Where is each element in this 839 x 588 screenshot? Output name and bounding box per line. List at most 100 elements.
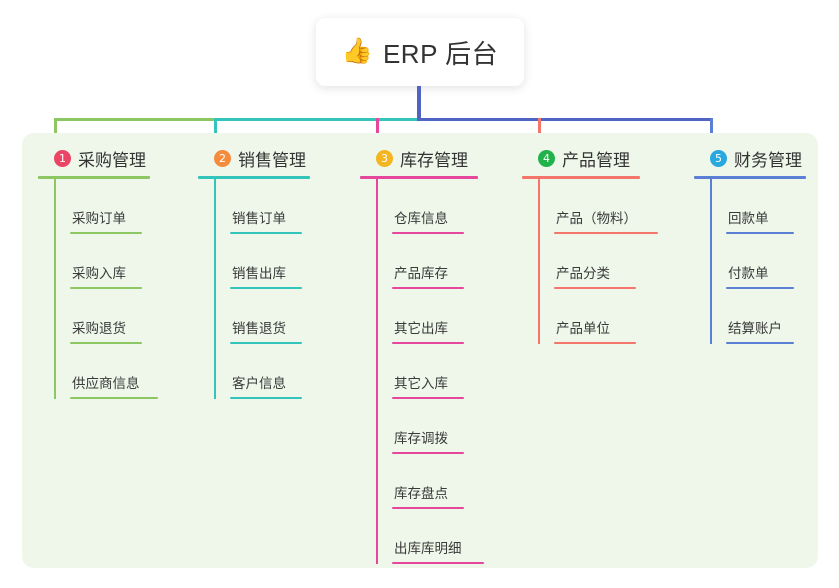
drop-stub-3 (376, 118, 379, 146)
root-node-label: ERP 后台 (382, 38, 499, 69)
list-item-underline (392, 507, 464, 509)
list-item-underline (230, 232, 302, 234)
list-item[interactable]: 库存盘点 (376, 454, 484, 509)
list-item-label: 产品（物料） (556, 211, 637, 226)
branch-title-2: 销售管理 (238, 150, 306, 170)
list-item-label: 采购退货 (72, 321, 126, 336)
list-item-underline (554, 342, 636, 344)
list-item-underline (70, 232, 142, 234)
branch-column-2: 2 销售管理销售订单销售出库销售退货客户信息 (198, 146, 310, 399)
list-item[interactable]: 产品分类 (538, 234, 658, 289)
list-item[interactable]: 结算账户 (710, 289, 806, 344)
list-item-label: 采购订单 (72, 211, 126, 226)
branch-badge-5: 5 (710, 149, 727, 167)
list-item-label: 产品分类 (556, 266, 610, 281)
branch-header-5[interactable]: 5 财务管理 (694, 146, 806, 170)
branch-panel (22, 133, 818, 568)
list-item[interactable]: 销售退货 (214, 289, 310, 344)
list-item-underline (70, 287, 142, 289)
drop-stub-2 (214, 118, 217, 146)
list-item[interactable]: 产品（物料） (538, 179, 658, 234)
branch-header-2[interactable]: 2 销售管理 (198, 146, 310, 170)
list-item-underline (230, 397, 302, 399)
branch-spine-1 (54, 179, 56, 399)
list-item[interactable]: 产品库存 (376, 234, 484, 289)
list-item-underline (392, 287, 464, 289)
list-item-underline (230, 287, 302, 289)
list-item-label: 回款单 (728, 211, 769, 226)
list-item-label: 销售出库 (232, 266, 286, 281)
branch-title-1: 采购管理 (78, 150, 146, 170)
drop-stub-4 (538, 118, 541, 146)
list-item-underline (70, 397, 158, 399)
bus-segment-2 (214, 118, 421, 121)
bus-segment-1 (54, 118, 217, 121)
list-item-label: 结算账户 (728, 321, 782, 336)
branch-header-3[interactable]: 3 库存管理 (360, 146, 484, 170)
branch-underline-4 (522, 176, 640, 179)
branch-title-5: 财务管理 (734, 150, 802, 170)
list-item[interactable]: 出库库明细 (376, 509, 484, 564)
branch-underline-2 (198, 176, 310, 179)
list-item[interactable]: 客户信息 (214, 344, 310, 399)
root-stem (417, 86, 421, 121)
list-item-label: 出库库明细 (394, 541, 462, 556)
list-item-underline (726, 287, 794, 289)
list-item-label: 库存盘点 (394, 486, 448, 501)
list-item[interactable]: 其它出库 (376, 289, 484, 344)
list-item-underline (554, 287, 636, 289)
branch-underline-3 (360, 176, 478, 179)
branch-badge-2: 2 (214, 149, 231, 167)
list-item-label: 采购入库 (72, 266, 126, 281)
branch-column-3: 3 库存管理仓库信息产品库存其它出库其它入库库存调拨库存盘点出库库明细 (360, 146, 484, 564)
list-item-label: 供应商信息 (72, 376, 140, 391)
list-item[interactable]: 仓库信息 (376, 179, 484, 234)
list-item-underline (392, 452, 464, 454)
list-item-underline (230, 342, 302, 344)
list-item-label: 客户信息 (232, 376, 286, 391)
list-item-label: 付款单 (728, 266, 769, 281)
list-item[interactable]: 供应商信息 (54, 344, 158, 399)
drop-stub-1 (54, 118, 57, 146)
list-item-label: 产品库存 (394, 266, 448, 281)
bus-segment-right (417, 118, 713, 121)
root-node[interactable]: 👍 ERP 后台 (316, 18, 524, 86)
branch-title-4: 产品管理 (562, 150, 630, 170)
thumbs-up-icon: 👍 (341, 36, 373, 65)
branch-badge-3: 3 (376, 149, 393, 167)
drop-stub-5 (710, 118, 713, 146)
branch-spine-2 (214, 179, 216, 399)
list-item[interactable]: 库存调拨 (376, 399, 484, 454)
branch-items-5: 回款单付款单结算账户 (694, 179, 806, 344)
list-item-label: 其它入库 (394, 376, 448, 391)
list-item[interactable]: 采购订单 (54, 179, 158, 234)
list-item[interactable]: 销售出库 (214, 234, 310, 289)
branch-underline-1 (38, 176, 150, 179)
branch-title-3: 库存管理 (400, 150, 468, 170)
list-item-label: 产品单位 (556, 321, 610, 336)
list-item-underline (392, 397, 464, 399)
list-item[interactable]: 其它入库 (376, 344, 484, 399)
list-item[interactable]: 销售订单 (214, 179, 310, 234)
list-item-underline (726, 232, 794, 234)
branch-column-5: 5 财务管理回款单付款单结算账户 (694, 146, 806, 344)
list-item[interactable]: 采购入库 (54, 234, 158, 289)
list-item-underline (392, 562, 484, 564)
branch-spine-3 (376, 179, 378, 564)
list-item-underline (392, 342, 464, 344)
branch-items-1: 采购订单采购入库采购退货供应商信息 (38, 179, 158, 399)
list-item[interactable]: 产品单位 (538, 289, 658, 344)
list-item-underline (726, 342, 794, 344)
list-item-underline (554, 232, 658, 234)
list-item[interactable]: 付款单 (710, 234, 806, 289)
list-item[interactable]: 采购退货 (54, 289, 158, 344)
list-item-label: 仓库信息 (394, 211, 448, 226)
branch-spine-5 (710, 179, 712, 344)
list-item-label: 销售退货 (232, 321, 286, 336)
list-item[interactable]: 回款单 (710, 179, 806, 234)
